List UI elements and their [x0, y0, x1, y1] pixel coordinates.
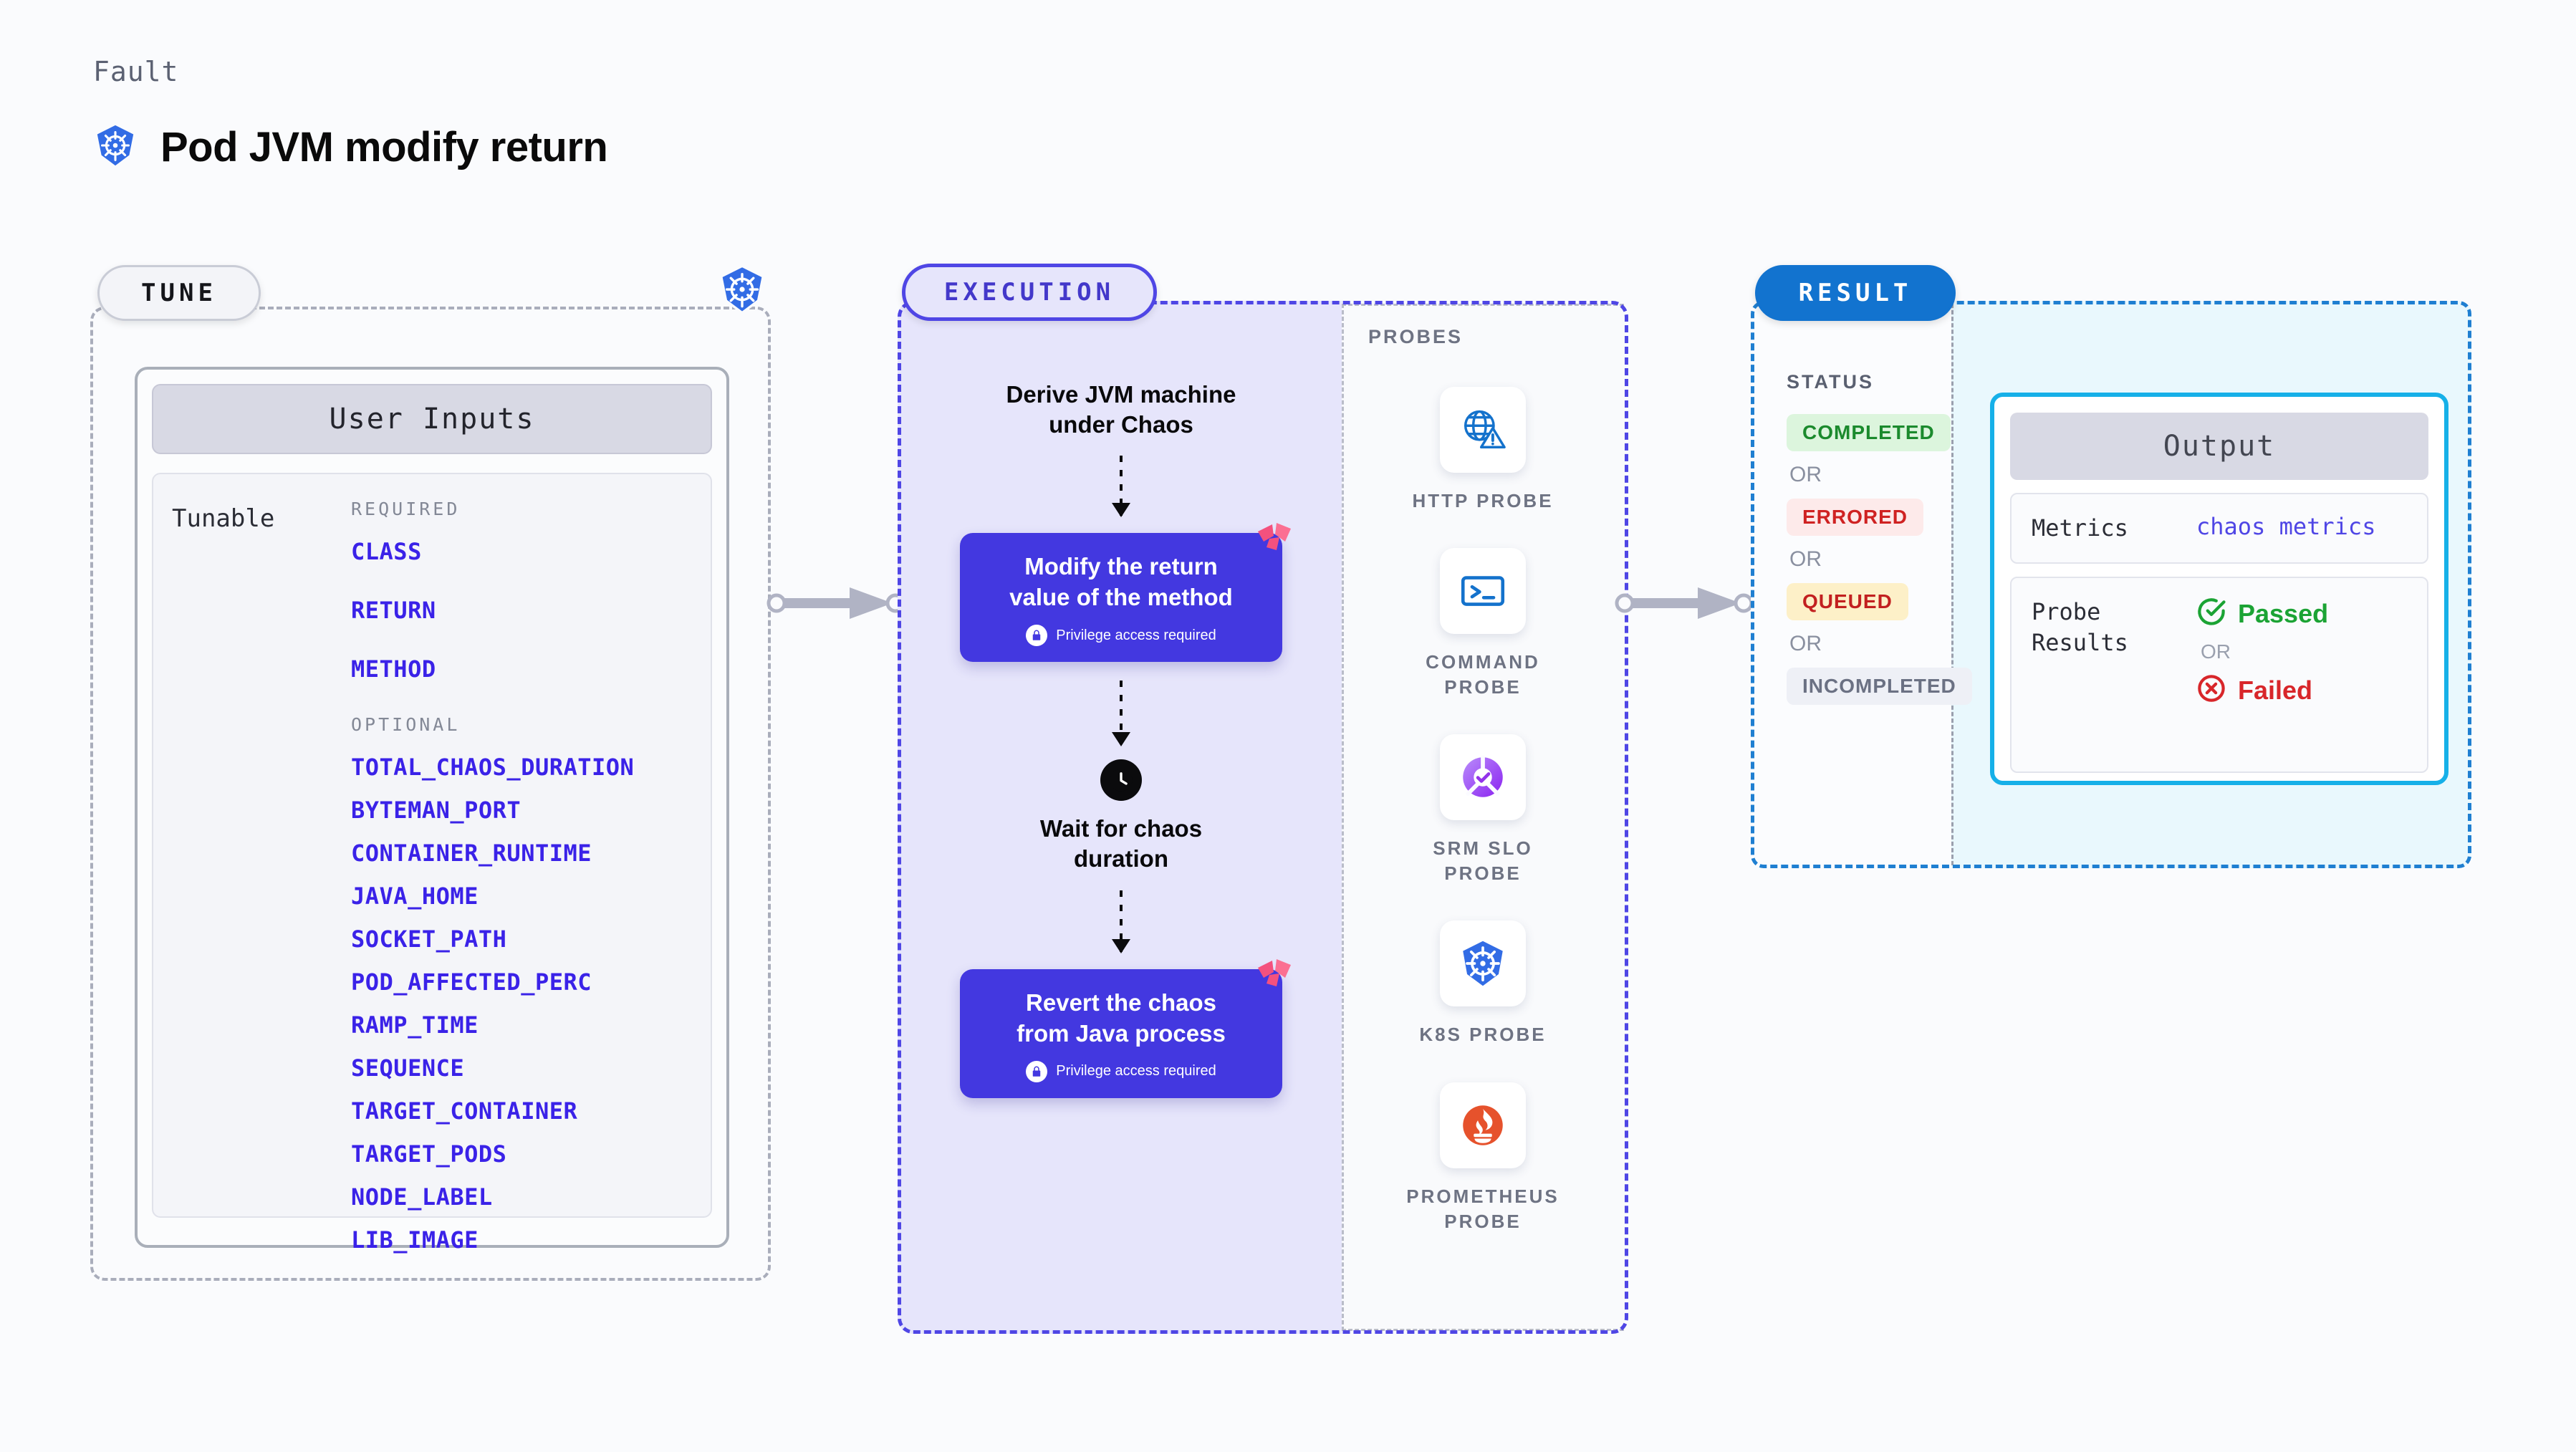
param-item[interactable]: LIB_IMAGE — [351, 1226, 479, 1254]
check-circle-icon — [2196, 597, 2226, 630]
status-badge: ERRORED — [1787, 499, 1924, 536]
param-item[interactable]: POD_AFFECTED_PERC — [351, 968, 592, 996]
param-item[interactable]: METHOD — [351, 655, 436, 683]
status-badge: QUEUED — [1787, 583, 1908, 620]
probes-list: HTTP PROBE COMMAND PROBE — [1342, 387, 1624, 1234]
privilege-badge: Privilege access required — [977, 1060, 1265, 1082]
x-circle-icon — [2196, 673, 2226, 707]
param-item[interactable]: SOCKET_PATH — [351, 925, 507, 953]
page-title-row: Pod JVM modify return — [93, 123, 608, 171]
parameters-column: REQUIRED CLASS RETURN METHOD OPTIONAL TO… — [351, 499, 692, 1254]
tune-section-frame — [90, 307, 771, 1281]
status-or-label: OR — [1789, 632, 1822, 655]
execution-block-title: Revert the chaos from Java process — [1017, 989, 1226, 1047]
output-probe-results-row: Probe Results Passed OR — [2010, 577, 2428, 774]
flow-arrow — [1120, 456, 1123, 516]
status-or-label: OR — [1789, 463, 1822, 486]
probe-item-command[interactable]: COMMAND PROBE — [1426, 548, 1540, 700]
flow-arrow — [1120, 890, 1123, 952]
result-section-frame — [1751, 301, 2471, 868]
user-inputs-header: User Inputs — [152, 384, 712, 454]
param-item[interactable]: NODE_LABEL — [351, 1183, 493, 1211]
param-item[interactable]: SEQUENCE — [351, 1054, 465, 1082]
probe-label: K8S PROBE — [1419, 1024, 1547, 1046]
output-card: Output Metrics chaos metrics Probe Resul… — [1990, 393, 2448, 785]
probe-item-k8s[interactable]: K8S PROBE — [1419, 920, 1546, 1047]
prometheus-icon — [1440, 1082, 1526, 1168]
required-group-label: REQUIRED — [351, 499, 461, 519]
status-or-label: OR — [1789, 547, 1822, 571]
execution-pill[interactable]: EXECUTION — [902, 264, 1157, 321]
litmus-icon — [1255, 956, 1294, 995]
probe-failed-label: Failed — [2238, 675, 2313, 705]
privilege-text: Privilege access required — [1056, 1063, 1216, 1079]
status-badge: INCOMPLETED — [1787, 668, 1972, 705]
litmus-icon — [1255, 520, 1294, 559]
param-item[interactable]: RAMP_TIME — [351, 1011, 479, 1039]
probe-label: COMMAND PROBE — [1426, 651, 1540, 698]
metrics-value[interactable]: chaos metrics — [2196, 513, 2376, 540]
connector-tune-to-execution — [765, 582, 908, 625]
srm-slo-icon — [1439, 734, 1526, 821]
probes-title: PROBES — [1368, 326, 1464, 347]
user-inputs-card: User Inputs Tunable REQUIRED CLASS RETUR… — [135, 367, 729, 1254]
status-stack: COMPLETED OR ERRORED OR QUEUED OR INCOMP… — [1787, 414, 1972, 705]
probe-or-label: OR — [2201, 640, 2231, 663]
param-item[interactable]: TARGET_CONTAINER — [351, 1097, 578, 1125]
param-item[interactable]: JAVA_HOME — [351, 883, 479, 910]
output-header: Output — [2010, 413, 2428, 480]
execution-step-block[interactable]: Modify the return value of the method Pr… — [960, 523, 1291, 663]
probe-results-key: Probe Results — [2032, 598, 2128, 657]
result-divider — [1951, 304, 1953, 865]
status-title: STATUS — [1787, 371, 1874, 393]
probe-label: SRM SLO PROBE — [1433, 837, 1533, 885]
execution-block-title: Modify the return value of the method — [1009, 553, 1233, 611]
output-metrics-row: Metrics chaos metrics — [2010, 493, 2428, 564]
probe-result-passed: Passed — [2196, 597, 2328, 630]
lock-icon — [1026, 625, 1048, 647]
probe-label: HTTP PROBE — [1412, 490, 1554, 511]
param-item[interactable]: CONTAINER_RUNTIME — [351, 840, 592, 867]
required-params-list: CLASS RETURN METHOD — [351, 538, 692, 683]
tunable-label: Tunable — [172, 504, 275, 533]
status-badge: COMPLETED — [1787, 414, 1951, 451]
param-item[interactable]: TARGET_PODS — [351, 1140, 507, 1168]
privilege-badge: Privilege access required — [977, 625, 1265, 647]
metrics-key: Metrics — [2032, 514, 2128, 542]
execution-flow: Derive JVM machine under Chaos Modify th… — [960, 380, 1291, 1098]
execution-step-text: Derive JVM machine under Chaos — [1006, 381, 1236, 438]
kubernetes-icon — [1439, 920, 1526, 1007]
param-item[interactable]: TOTAL_CHAOS_DURATION — [351, 754, 635, 781]
probe-results-values: Passed OR Failed — [2196, 597, 2328, 753]
connector-execution-to-result — [1613, 582, 1756, 625]
probe-item-prometheus[interactable]: PROMETHEUS PROBE — [1406, 1082, 1559, 1234]
execution-step-text: Wait for chaos duration — [1039, 815, 1203, 872]
probe-passed-label: Passed — [2238, 598, 2329, 628]
flow-arrow — [1120, 681, 1123, 746]
param-item[interactable]: RETURN — [351, 597, 436, 624]
execution-section-frame — [898, 301, 1628, 1334]
lock-icon — [1026, 1060, 1048, 1082]
privilege-text: Privilege access required — [1056, 627, 1216, 643]
tune-pill[interactable]: TUNE — [97, 265, 261, 321]
param-item[interactable]: CLASS — [351, 538, 422, 565]
optional-group-label: OPTIONAL — [351, 714, 461, 735]
globe-warning-icon — [1439, 387, 1526, 473]
user-inputs-body: Tunable REQUIRED CLASS RETURN METHOD OPT… — [152, 473, 712, 1254]
tune-kubernetes-icon — [716, 264, 768, 319]
result-pill[interactable]: RESULT — [1755, 265, 1956, 321]
terminal-icon — [1440, 548, 1526, 635]
page-title: Pod JVM modify return — [160, 124, 608, 170]
probe-result-failed: Failed — [2196, 673, 2328, 707]
optional-params-list: TOTAL_CHAOS_DURATION BYTEMAN_PORT CONTAI… — [351, 754, 692, 1254]
probe-item-http[interactable]: HTTP PROBE — [1412, 387, 1553, 514]
eyebrow-label: Fault — [93, 56, 179, 87]
probe-item-srm-slo[interactable]: SRM SLO PROBE — [1433, 734, 1532, 886]
param-item[interactable]: BYTEMAN_PORT — [351, 797, 522, 824]
kubernetes-icon — [93, 123, 138, 171]
clock-icon — [1100, 759, 1142, 802]
execution-step-block[interactable]: Revert the chaos from Java process Privi… — [960, 958, 1291, 1098]
probe-label: PROMETHEUS PROBE — [1406, 1185, 1559, 1232]
